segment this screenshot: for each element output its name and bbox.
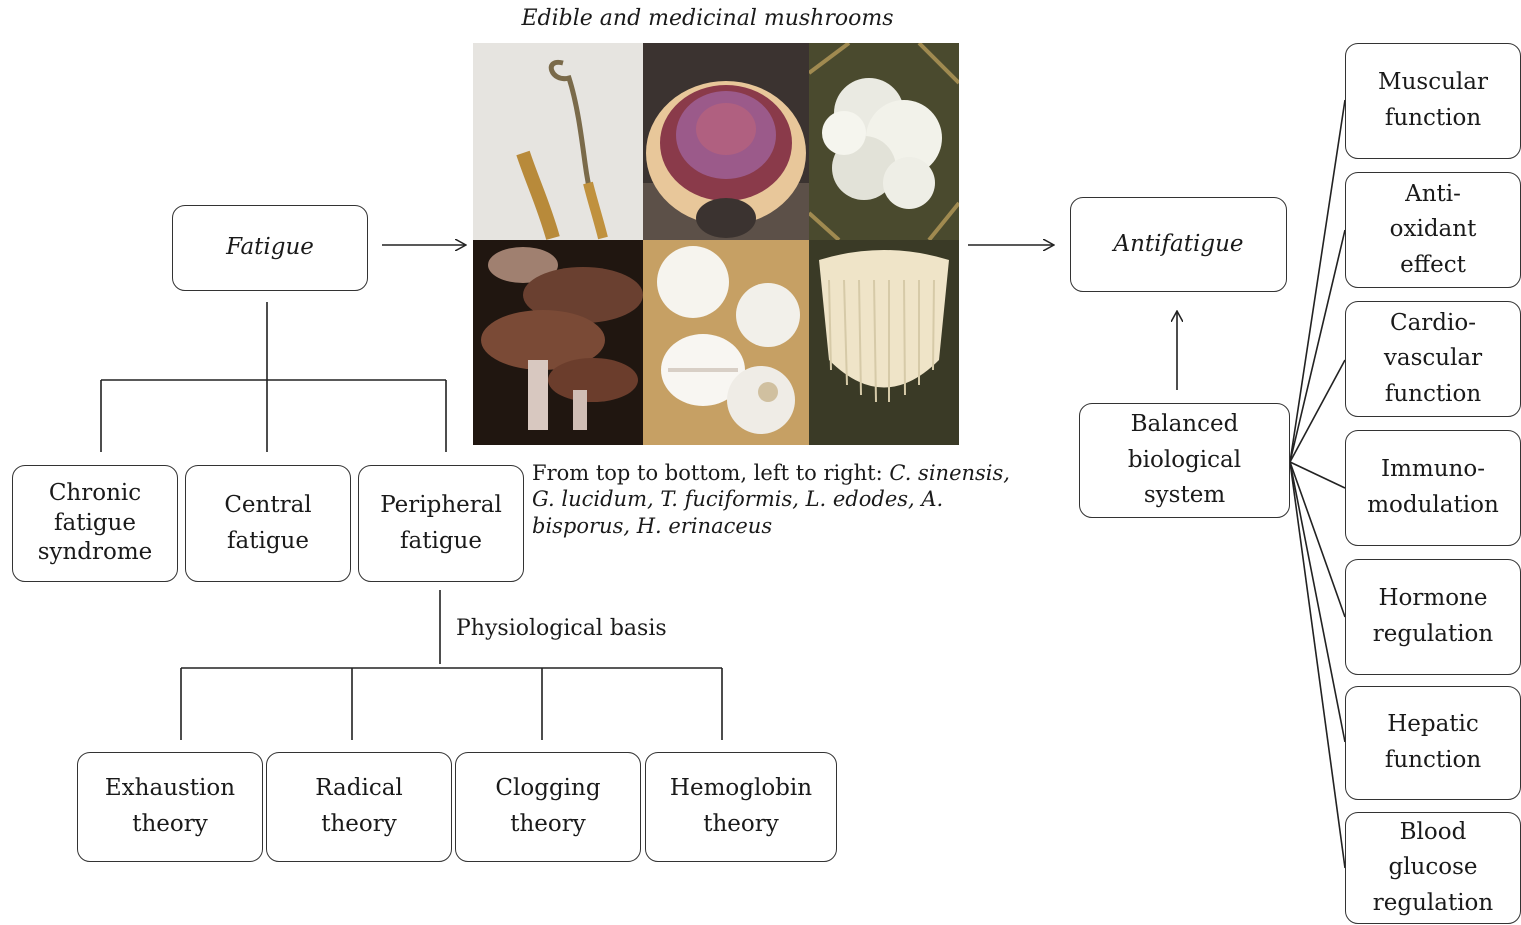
hepatic-function-label: Hepatic function	[1385, 707, 1481, 778]
hepatic-function-box: Hepatic function	[1345, 686, 1521, 800]
antifatigue-label: Antifatigue	[1114, 227, 1244, 263]
mushroom-image-h-erinaceus	[809, 240, 959, 445]
figure-title: Edible and medicinal mushrooms	[470, 6, 945, 31]
mushroom-photo-grid	[473, 43, 959, 445]
hormone-regulation-box: Hormone regulation	[1345, 559, 1521, 675]
immunomodulation-label: Immuno- modulation	[1367, 452, 1499, 523]
physiological-basis-label: Physiological basis	[456, 616, 667, 641]
blood-glucose-regulation-box: Blood glucose regulation	[1345, 812, 1521, 924]
peripheral-fatigue-label: Peripheral fatigue	[380, 488, 502, 559]
cardiovascular-function-label: Cardio- vascular function	[1384, 306, 1482, 413]
balanced-biological-system-box: Balanced biological system	[1079, 403, 1290, 518]
hormone-regulation-label: Hormone regulation	[1373, 581, 1493, 652]
muscular-function-box: Muscular function	[1345, 43, 1521, 159]
radical-theory-label: Radical theory	[315, 771, 403, 842]
hemoglobin-theory-label: Hemoglobin theory	[670, 771, 812, 842]
chronic-fatigue-syndrome-box: Chronic fatigue syndrome	[12, 465, 178, 582]
clogging-theory-label: Clogging theory	[495, 771, 600, 842]
mushroom-image-t-fuciformis	[809, 43, 959, 240]
mushroom-image-g-lucidum	[643, 43, 809, 240]
central-fatigue-box: Central fatigue	[185, 465, 351, 582]
balanced-biological-system-label: Balanced biological system	[1128, 407, 1241, 514]
mushroom-image-l-edodes	[473, 240, 643, 445]
photo-caption: From top to bottom, left to right: C. si…	[532, 460, 1022, 539]
mushroom-image-c-sinensis	[473, 43, 643, 240]
radical-theory-box: Radical theory	[266, 752, 452, 862]
antioxidant-effect-label: Anti- oxidant effect	[1390, 177, 1477, 284]
fatigue-box: Fatigue	[172, 205, 368, 291]
antifatigue-box: Antifatigue	[1070, 197, 1287, 292]
muscular-function-label: Muscular function	[1378, 65, 1488, 136]
blood-glucose-regulation-label: Blood glucose regulation	[1373, 815, 1493, 922]
clogging-theory-box: Clogging theory	[455, 752, 641, 862]
hemoglobin-theory-box: Hemoglobin theory	[645, 752, 837, 862]
peripheral-fatigue-box: Peripheral fatigue	[358, 465, 524, 582]
fatigue-label: Fatigue	[226, 230, 314, 266]
exhaustion-theory-label: Exhaustion theory	[105, 771, 235, 842]
immunomodulation-box: Immuno- modulation	[1345, 430, 1521, 546]
antioxidant-effect-box: Anti- oxidant effect	[1345, 172, 1521, 288]
mushroom-image-a-bisporus	[643, 240, 809, 445]
caption-prefix: From top to bottom, left to right:	[532, 461, 889, 485]
chronic-fatigue-syndrome-label: Chronic fatigue syndrome	[38, 479, 153, 569]
central-fatigue-label: Central fatigue	[224, 488, 311, 559]
exhaustion-theory-box: Exhaustion theory	[77, 752, 263, 862]
cardiovascular-function-box: Cardio- vascular function	[1345, 301, 1521, 417]
